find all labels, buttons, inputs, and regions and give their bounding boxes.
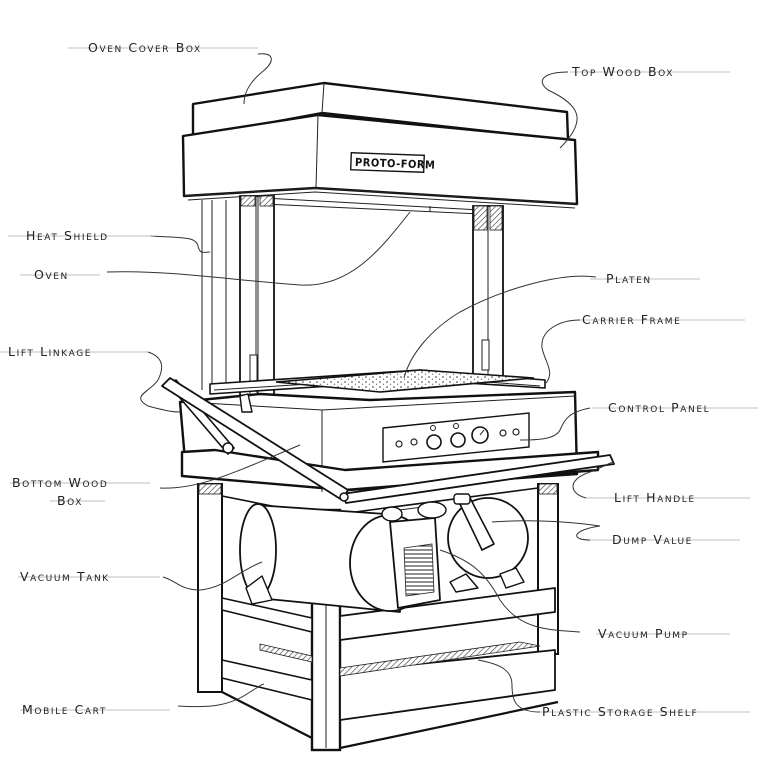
left-post <box>239 195 275 407</box>
label-top-wood-box: Top Wood Box <box>571 64 674 79</box>
indicator-light-icon <box>430 425 436 431</box>
vacuum-pump <box>383 505 441 609</box>
indicator-light-icon <box>453 423 459 429</box>
toggle-switch-icon[interactable] <box>512 428 520 436</box>
label-oven-cover-box: Oven Cover Box <box>88 40 202 55</box>
indicator-light-icon <box>410 438 418 446</box>
plastic-storage-shelf <box>345 654 550 714</box>
leader-lines <box>106 53 615 713</box>
label-control-panel: Control Panel <box>608 400 710 415</box>
label-lift-handle: Lift Handle <box>614 490 696 505</box>
heat-shield <box>201 200 227 390</box>
label-plastic-storage-shelf: Plastic Storage Shelf <box>542 704 698 719</box>
lift-handle[interactable] <box>161 377 615 504</box>
label-bottom-wood-box: Bottom Wood <box>12 475 108 490</box>
control-knob-icon[interactable] <box>426 434 442 450</box>
toggle-switch-icon[interactable] <box>499 429 507 437</box>
callout-labels: Oven Cover Box Top Wood Box Heat Shield … <box>0 40 758 719</box>
label-mobile-cart: Mobile Cart <box>22 702 107 717</box>
brand-plate-text: PROTO-FORM <box>355 156 436 172</box>
control-panel <box>382 412 530 463</box>
label-dump-valve: Dump Value <box>612 532 693 547</box>
label-lift-linkage: Lift Linkage <box>8 344 92 359</box>
platen <box>275 369 535 393</box>
pump-fittings <box>381 501 447 522</box>
label-carrier-frame: Carrier Frame <box>582 312 681 327</box>
right-post <box>472 205 504 377</box>
label-vacuum-pump: Vacuum Pump <box>598 626 689 641</box>
label-heat-shield: Heat Shield <box>26 228 109 243</box>
label-vacuum-tank: Vacuum Tank <box>20 569 110 584</box>
brand-plate: PROTO-FORM <box>349 152 436 174</box>
dump-valve[interactable] <box>453 493 495 551</box>
label-platen: Platen <box>606 271 652 286</box>
label-oven: Oven <box>34 267 69 282</box>
label-bottom-wood-box-line2: Box <box>57 493 83 508</box>
toggle-switch-icon[interactable] <box>395 440 403 448</box>
control-knob-icon[interactable] <box>450 432 466 448</box>
